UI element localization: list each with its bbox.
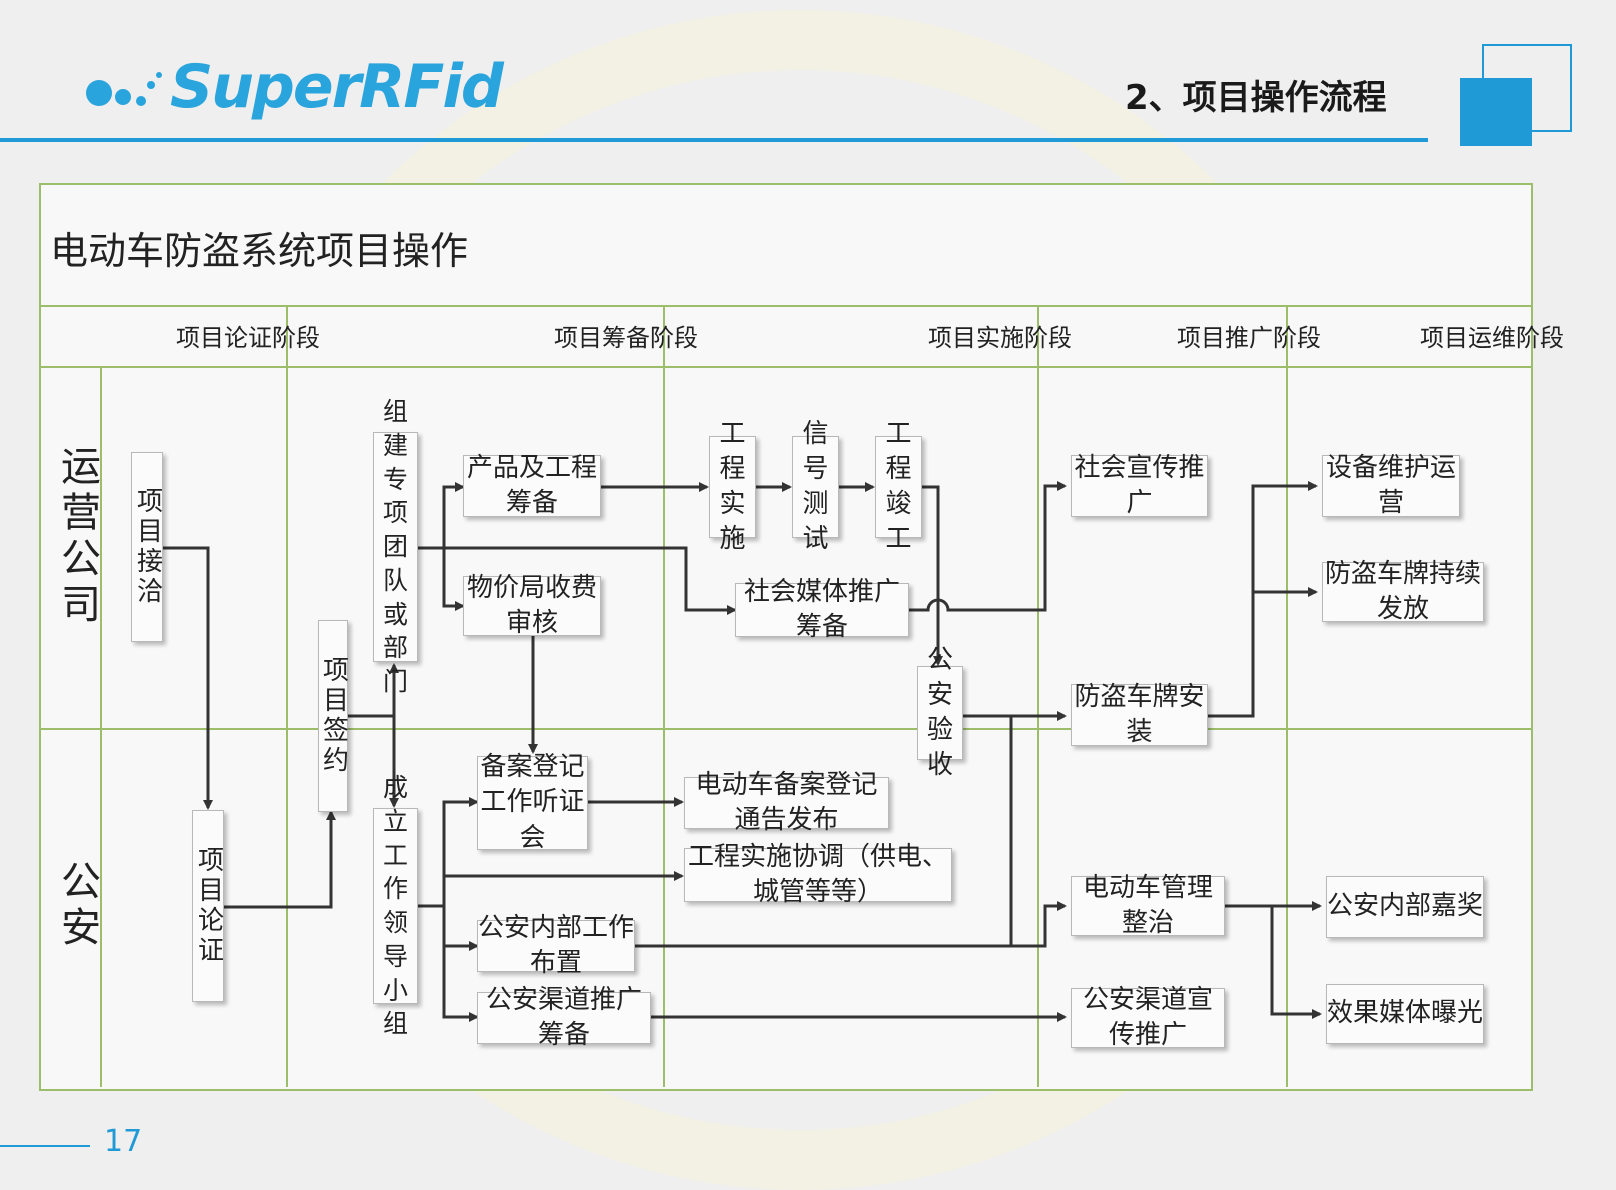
node-price-review: 物价局收费审核 xyxy=(463,573,601,638)
node-police-acceptance: 公安验收 xyxy=(917,645,963,780)
grid-line xyxy=(286,305,288,1087)
node-social-media-prep: 社会媒体推广筹备 xyxy=(735,577,909,642)
node-project-reception: 项目接洽 xyxy=(131,452,163,642)
node-police-internal-deploy: 公安内部工作布置 xyxy=(477,912,635,978)
node-registration-hearing: 备案登记工作听证会 xyxy=(477,752,588,853)
node-product-prep: 产品及工程筹备 xyxy=(463,453,601,518)
lane-label-police: 公安 xyxy=(54,860,100,952)
phase-header: 项目筹备阶段 xyxy=(554,324,698,352)
grid-line xyxy=(663,305,665,1087)
node-ev-management: 电动车管理整治 xyxy=(1071,873,1225,938)
decorative-square xyxy=(1460,78,1532,146)
phase-header: 项目推广阶段 xyxy=(1177,324,1321,352)
logo-text: SuperRFid xyxy=(170,52,504,122)
node-engineering-impl: 工程实施 xyxy=(709,419,756,554)
logo-dots-icon xyxy=(86,72,162,106)
node-completion: 工程竣工 xyxy=(875,419,922,554)
grid-line xyxy=(39,305,1531,307)
node-police-channel-promo: 公安渠道宣传推广 xyxy=(1071,985,1225,1050)
phase-header: 项目论证阶段 xyxy=(176,324,320,352)
node-signal-test: 信号测试 xyxy=(792,419,839,554)
grid-line xyxy=(39,366,1531,368)
node-social-promo: 社会宣传推广 xyxy=(1071,453,1208,518)
node-maintenance: 设备维护运营 xyxy=(1322,453,1460,518)
node-media-exposure: 效果媒体曝光 xyxy=(1326,984,1484,1044)
node-build-team: 组建专项团队或部门 xyxy=(373,397,418,696)
node-plate-issue: 防盗车牌持续发放 xyxy=(1322,559,1484,624)
grid-line xyxy=(100,366,102,1087)
node-project-signing: 项目签约 xyxy=(318,620,349,812)
phase-header: 项目运维阶段 xyxy=(1420,324,1564,352)
node-plate-install: 防盗车牌安装 xyxy=(1071,682,1208,747)
node-coordination: 工程实施协调（供电、城管等等） xyxy=(684,842,952,907)
page-number-line xyxy=(0,1145,90,1147)
grid-line xyxy=(1286,305,1288,1087)
node-registration-notice: 电动车备案登记通告发布 xyxy=(684,770,889,835)
slide-title: 2、项目操作流程 xyxy=(1125,78,1387,118)
node-leading-group: 成立工作领导小组 xyxy=(373,773,418,1038)
diagram-title: 电动车防盗系统项目操作 xyxy=(50,229,469,273)
grid-line xyxy=(39,728,1531,730)
phase-header: 项目实施阶段 xyxy=(928,324,1072,352)
lane-label-operator: 运营公司 xyxy=(54,445,100,629)
node-police-channel-prep: 公安渠道推广筹备 xyxy=(477,985,651,1050)
grid-line xyxy=(1037,305,1039,1087)
header-divider xyxy=(0,138,1428,142)
node-police-award: 公安内部嘉奖 xyxy=(1326,876,1484,938)
node-project-demonstration: 项目论证 xyxy=(192,810,224,1002)
page-number: 17 xyxy=(104,1124,143,1159)
